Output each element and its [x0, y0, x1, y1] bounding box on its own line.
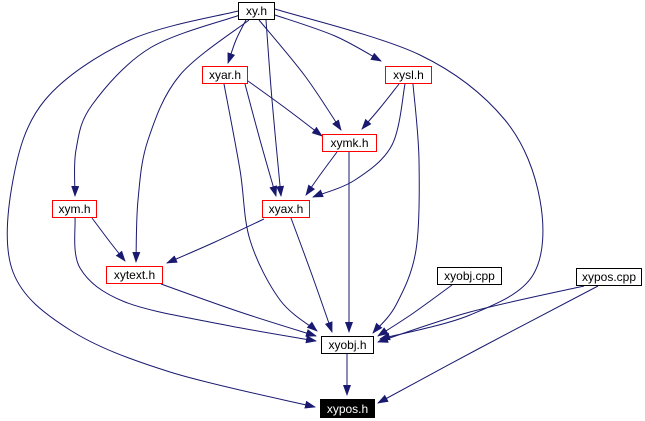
node-xym-h[interactable]: xym.h: [52, 200, 97, 218]
node-xyobj-cpp[interactable]: xyobj.cpp: [437, 267, 502, 285]
edge-xy-h-to-xypos-h: [6, 10, 316, 409]
edge-xysl-h-to-xyobj-h: [372, 83, 420, 334]
edge-xy-h-to-xyobj-h: [274, 8, 544, 341]
edge-xy-h-to-xysl-h: [274, 14, 382, 62]
node-xyar-h[interactable]: xyar.h: [202, 66, 248, 84]
edge-xysl-h-to-xyax-h: [312, 83, 406, 198]
edge-xyar-h-to-xyobj-h: [223, 83, 318, 332]
node-xypos-cpp[interactable]: xypos.cpp: [576, 268, 642, 286]
node-xyobj-h[interactable]: xyobj.h: [321, 336, 374, 354]
edge-xysl-h-to-xymk-h: [361, 83, 400, 130]
edge-xyar-h-to-xyax-h: [244, 83, 278, 197]
node-xymk-h[interactable]: xymk.h: [322, 134, 377, 152]
edge-xym-h-to-xytext-h: [91, 217, 126, 262]
edge-xyax-h-to-xyobj-h: [290, 217, 333, 333]
edge-xyax-h-to-xytext-h: [166, 218, 265, 264]
edge-xy-h-to-xym-h: [71, 14, 241, 197]
edge-xyar-h-to-xymk-h: [247, 80, 323, 137]
edge-xym-h-to-xyobj-h: [74, 217, 317, 344]
edge-xy-h-to-xytext-h: [132, 19, 250, 263]
node-xytext-h[interactable]: xytext.h: [106, 266, 163, 284]
node-xysl-h[interactable]: xysl.h: [385, 66, 432, 84]
node-xypos-h: xypos.h: [320, 399, 375, 418]
edge-xyobj-cpp-to-xyobj-h: [377, 284, 453, 337]
edge-xy-h-to-xyax-h: [265, 19, 285, 197]
edge-xytext-h-to-xyobj-h: [160, 283, 317, 337]
edge-xypos-cpp-to-xypos-h: [377, 285, 599, 404]
edge-xymk-h-to-xyax-h: [305, 151, 338, 196]
edge-xy-h-to-xymk-h: [258, 19, 342, 131]
edge-xy-h-to-xyar-h: [227, 19, 247, 64]
node-xy-h[interactable]: xy.h: [238, 2, 275, 20]
edge-xypos-cpp-to-xyobj-h: [377, 285, 585, 343]
node-xyax-h[interactable]: xyax.h: [262, 200, 310, 218]
